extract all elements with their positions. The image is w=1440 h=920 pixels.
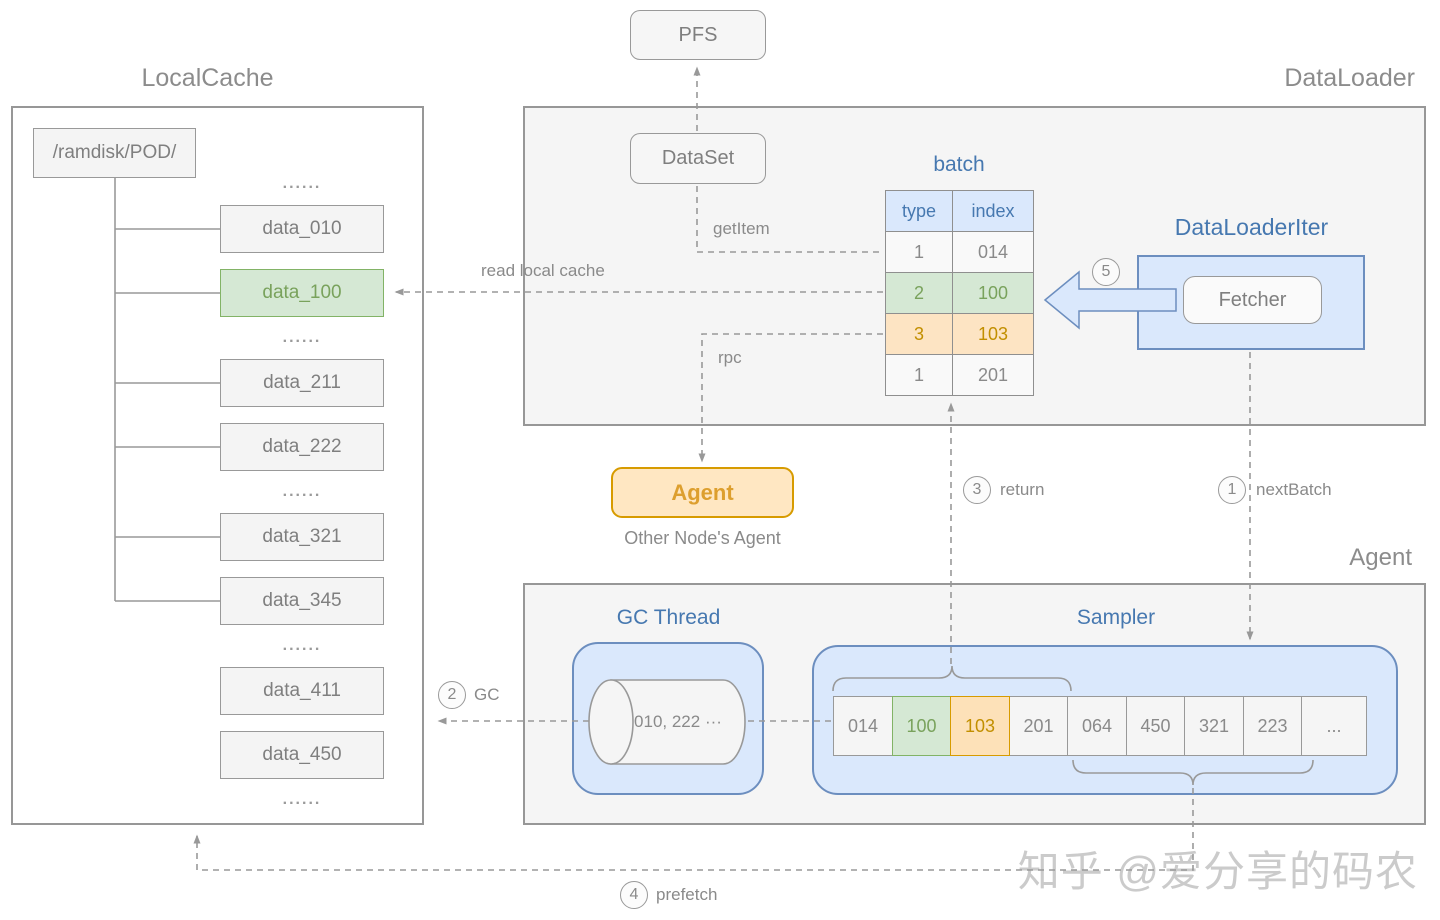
sampler-cell: ...	[1301, 696, 1367, 756]
cache-file-data_345: data_345	[220, 577, 384, 625]
agent-title: Agent	[1349, 544, 1412, 571]
cache-file-data_450: data_450	[220, 731, 384, 779]
ellipsis: ......	[282, 637, 322, 654]
getitem-edge-label: getItem	[713, 219, 770, 238]
step-4-circle: 4	[620, 881, 648, 909]
gc-thread-title: GC Thread	[616, 606, 721, 629]
batch-cell-index: 014	[952, 231, 1034, 273]
dataloader-title: DataLoader	[1284, 64, 1415, 92]
sampler-cell: 450	[1125, 696, 1186, 756]
step-2-circle: 2	[438, 681, 466, 709]
step-3-label: return	[1000, 480, 1045, 499]
batch-cell-index: 201	[952, 354, 1034, 396]
ellipsis: ......	[282, 175, 322, 192]
batch-col-type: type	[885, 190, 953, 232]
gc-queue-cylinder-label: 010, 222 ···	[634, 712, 722, 731]
other-node-agent-caption: Other Node's Agent	[624, 528, 781, 548]
ellipsis: ......	[282, 483, 322, 500]
batch-title: batch	[933, 153, 985, 176]
batch-cell-type: 1	[885, 354, 953, 396]
ellipsis: ......	[282, 329, 322, 346]
batch-cell-index: 100	[952, 272, 1034, 314]
pfs-node: PFS	[630, 10, 766, 60]
cache-file-data_222: data_222	[220, 423, 384, 471]
sampler-cell: 201	[1008, 696, 1069, 756]
sampler-cell: 064	[1067, 696, 1127, 756]
batch-cell-type: 3	[885, 313, 953, 355]
other-node-agent-box: Agent	[611, 467, 794, 518]
step-1-label: nextBatch	[1256, 480, 1332, 499]
fetcher-node: Fetcher	[1183, 276, 1322, 324]
batch-cell-type: 2	[885, 272, 953, 314]
sampler-cell: 103	[950, 696, 1010, 756]
localcache-title: LocalCache	[141, 64, 274, 92]
rpc-edge-label: rpc	[718, 348, 742, 367]
cache-file-data_100: data_100	[220, 269, 384, 317]
batch-col-index: index	[952, 190, 1034, 232]
dataset-node: DataSet	[630, 133, 766, 184]
batch-cell-type: 1	[885, 231, 953, 273]
cache-file-data_010: data_010	[220, 205, 384, 253]
sampler-title: Sampler	[1076, 606, 1156, 629]
sampler-cell: 014	[833, 696, 893, 756]
cache-file-data_411: data_411	[220, 667, 384, 715]
sampler-cell: 100	[891, 696, 952, 756]
step-2-label: GC	[474, 685, 500, 704]
cache-file-data_321: data_321	[220, 513, 384, 561]
sampler-cell: 321	[1184, 696, 1244, 756]
read-local-cache-edge-label: read local cache	[481, 261, 605, 280]
dataloaderiter-title: DataLoaderIter	[1174, 214, 1329, 240]
step-1-circle: 1	[1218, 476, 1246, 504]
ellipsis: ......	[282, 791, 322, 808]
batch-cell-index: 103	[952, 313, 1034, 355]
step-3-circle: 3	[963, 476, 991, 504]
sampler-cell: 223	[1242, 696, 1303, 756]
step-4-label: prefetch	[656, 885, 718, 904]
step-5-circle: 5	[1092, 258, 1120, 286]
cache-file-data_211: data_211	[220, 359, 384, 407]
watermark-text: 知乎 @爱分享的码农	[1017, 848, 1418, 895]
ramdisk-root-box: /ramdisk/POD/	[33, 128, 196, 178]
